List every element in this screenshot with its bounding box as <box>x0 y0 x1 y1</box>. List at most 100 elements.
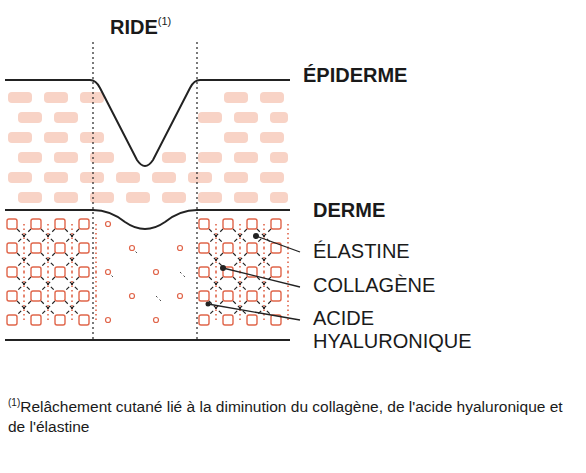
epidermis-cell <box>126 192 150 203</box>
epidermis-cell <box>80 132 104 143</box>
component-label: COLLAGÈNE <box>313 274 435 297</box>
elastin-node <box>271 267 281 277</box>
elastin-fiber <box>23 248 25 272</box>
elastin-node <box>7 219 17 229</box>
elastin-fiber <box>95 272 97 296</box>
elastin-node <box>199 291 209 301</box>
elastin-fiber <box>95 248 97 272</box>
epidermis-cell <box>198 152 222 163</box>
elastin-node <box>31 219 41 229</box>
epidermis-cell <box>224 132 248 143</box>
epidermis-cell <box>270 152 288 163</box>
elastin-fiber <box>95 296 97 320</box>
elastin-fiber <box>95 224 97 248</box>
epidermis-cell <box>44 172 68 183</box>
elastin-node <box>31 291 41 301</box>
elastin-fiber <box>263 224 265 248</box>
elastin-node <box>7 291 17 301</box>
collagen-fiber <box>156 296 162 302</box>
leader-dot <box>220 265 226 271</box>
component-label: ACIDE HYALURONIQUE <box>313 307 483 353</box>
leader-dot <box>206 302 211 307</box>
elastin-node <box>31 315 41 325</box>
elastin-fiber <box>215 248 217 272</box>
elastin-fiber <box>263 296 265 320</box>
elastin-node <box>55 291 65 301</box>
epidermis-cell <box>44 92 68 103</box>
leader-line <box>223 268 300 287</box>
elastin-node <box>223 243 233 253</box>
collagen-fiber <box>180 272 186 278</box>
elastin-node <box>79 267 89 277</box>
hyaluronic-acid <box>106 270 111 275</box>
elastin-node <box>79 219 89 229</box>
dermis-bottom <box>5 339 290 341</box>
epidermis-cell <box>260 92 284 103</box>
elastin-node <box>7 243 17 253</box>
epidermis-cell <box>198 192 222 203</box>
elastin-fiber <box>239 296 241 320</box>
elastin-node <box>55 267 65 277</box>
hyaluronic-acid <box>130 246 135 251</box>
elastin-node <box>271 219 281 229</box>
leader-dot <box>253 233 259 239</box>
hyaluronic-acid <box>106 318 111 323</box>
elastin-fiber <box>215 224 217 248</box>
hyaluronic-acid <box>154 270 159 275</box>
elastin-fiber <box>23 296 25 320</box>
elastin-fiber <box>23 224 25 248</box>
component-label: ÉLASTINE <box>313 240 410 263</box>
epidermis-cell <box>234 112 258 123</box>
epidermis-cell <box>54 112 78 123</box>
epidermis-cell <box>234 152 258 163</box>
elastin-node <box>247 315 257 325</box>
elastin-node <box>247 291 257 301</box>
elastin-node <box>79 291 89 301</box>
epidermis-cell <box>152 172 176 183</box>
elastin-fiber <box>71 272 73 296</box>
elastin-node <box>223 219 233 229</box>
wrinkle-guide <box>196 42 197 340</box>
footnote-number: (1) <box>158 15 171 27</box>
epidermis-cell <box>260 132 284 143</box>
epidermis-cell <box>270 112 288 123</box>
epidermis-surface <box>5 80 290 166</box>
layer-label: ÉPIDERME <box>303 64 407 87</box>
epidermis-cell <box>234 192 258 203</box>
elastin-node <box>247 219 257 229</box>
elastin-node <box>7 315 17 325</box>
elastin-node <box>55 219 65 229</box>
elastin-node <box>7 267 17 277</box>
elastin-node <box>79 243 89 253</box>
elastin-fiber <box>287 224 289 248</box>
epidermis-cell <box>162 152 186 163</box>
epidermis-cell <box>270 192 288 203</box>
dermis-boundary <box>5 210 290 229</box>
elastin-fiber <box>287 296 289 320</box>
epidermis-cell <box>224 92 248 103</box>
hyaluronic-acid <box>130 294 135 299</box>
elastin-fiber <box>263 272 265 296</box>
epidermis-cell <box>224 172 248 183</box>
elastin-fiber <box>71 248 73 272</box>
elastin-node <box>31 267 41 277</box>
elastin-node <box>223 315 233 325</box>
epidermis-cell <box>198 112 222 123</box>
elastin-fiber <box>47 272 49 296</box>
elastin-fiber <box>47 296 49 320</box>
elastin-node <box>199 315 209 325</box>
elastin-node <box>199 219 209 229</box>
caption-block: (1)Relâchement cutané lié à la diminutio… <box>8 396 580 437</box>
epidermis-cell <box>54 192 78 203</box>
elastin-fiber <box>287 248 289 272</box>
epidermis-cell <box>18 192 42 203</box>
hyaluronic-acid <box>178 294 183 299</box>
epidermis-cell <box>18 112 42 123</box>
hyaluronic-acid <box>106 222 111 227</box>
elastin-fiber <box>263 248 265 272</box>
elastin-node <box>199 267 209 277</box>
elastin-fiber <box>215 272 217 296</box>
elastin-fiber <box>47 248 49 272</box>
elastin-fiber <box>23 272 25 296</box>
diagram-title: RIDE(1) <box>110 16 171 39</box>
